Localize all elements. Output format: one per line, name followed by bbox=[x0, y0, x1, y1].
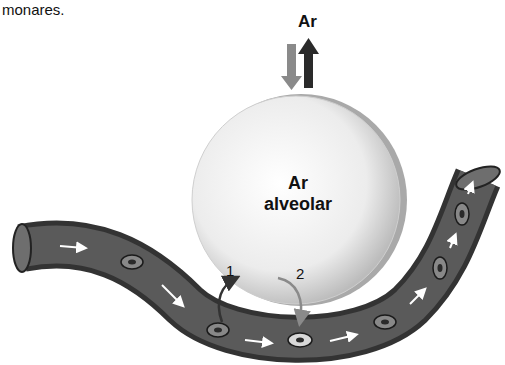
node-label: Ar alveolar bbox=[253, 173, 343, 214]
air-label: Ar bbox=[298, 12, 317, 32]
capillary-end bbox=[453, 162, 502, 195]
gas-exchange-arrow bbox=[219, 278, 236, 322]
flow-arrows bbox=[60, 184, 472, 343]
caption-fragment: monares. bbox=[2, 1, 65, 18]
capillary-end bbox=[13, 224, 31, 272]
gas-exchange-arrow bbox=[278, 278, 301, 322]
air-in-arrow bbox=[281, 44, 302, 90]
callout-number: 2 bbox=[296, 265, 304, 282]
callout-number: 1 bbox=[226, 262, 234, 279]
blood-cells bbox=[121, 203, 469, 347]
air-out-arrow bbox=[298, 38, 319, 88]
capillary-wall bbox=[22, 178, 478, 339]
capillary-lumen bbox=[22, 178, 478, 339]
